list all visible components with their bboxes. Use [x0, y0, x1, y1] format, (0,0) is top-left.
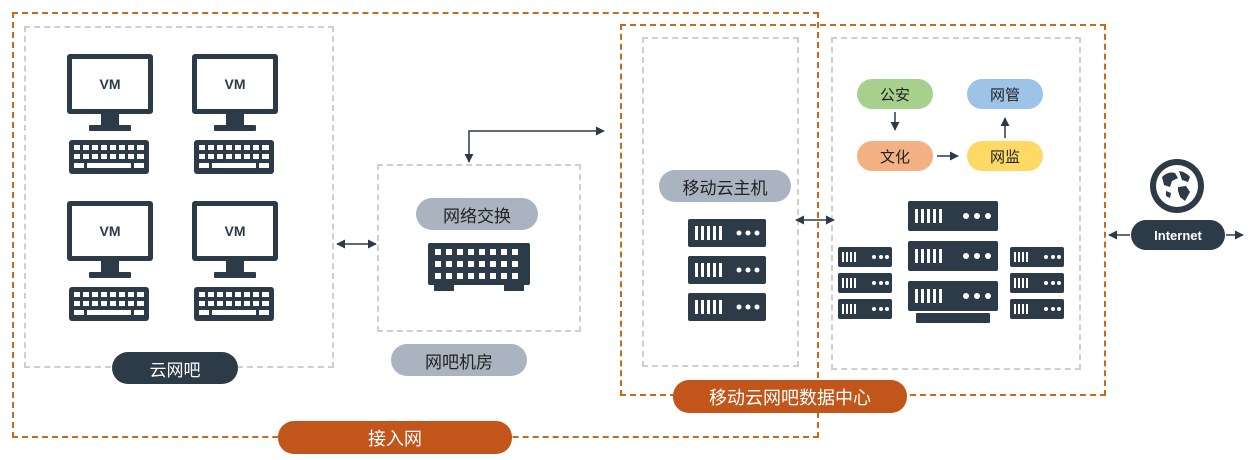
server-cluster-icon: [838, 201, 1064, 323]
network-supervision-node: 网监: [967, 141, 1043, 171]
vm-label: VM: [224, 76, 246, 92]
internet-label: Internet: [1131, 220, 1225, 250]
monitor-keyboard-icon: [67, 201, 153, 321]
vm-label: VM: [99, 223, 121, 239]
server-cluster-box: [831, 37, 1081, 370]
network-switch-label: 网络交换: [416, 198, 538, 230]
cafe-machine-room-label: 网吧机房: [391, 344, 527, 376]
room-to-datacenter-arrow: [464, 126, 605, 163]
cafe-machine-room-box: [377, 164, 581, 332]
vm-computer: VM: [67, 201, 153, 323]
monitor-keyboard-icon: [67, 54, 153, 174]
culture-node: 文化: [857, 141, 933, 171]
monitor-keyboard-icon: [192, 54, 278, 174]
vm-computer: VM: [192, 54, 278, 176]
cloud-cafe-label: 云网吧: [112, 352, 238, 384]
network-management-node: 网管: [967, 79, 1043, 109]
globe-icon: [1150, 159, 1204, 213]
vm-label: VM: [99, 76, 121, 92]
cloud-host-box: [642, 37, 799, 367]
cloud-host-label: 移动云主机: [659, 170, 791, 202]
police-node: 公安: [857, 79, 933, 109]
vm-computer: VM: [67, 54, 153, 176]
network-switch-icon: [428, 243, 530, 291]
access-network-label: 接入网: [278, 421, 512, 454]
vm-computer: VM: [192, 201, 278, 323]
cloud-host-server-icon: [688, 219, 766, 321]
datacenter-label: 移动云网吧数据中心: [673, 380, 907, 413]
vm-label: VM: [224, 223, 246, 239]
monitor-keyboard-icon: [192, 201, 278, 321]
